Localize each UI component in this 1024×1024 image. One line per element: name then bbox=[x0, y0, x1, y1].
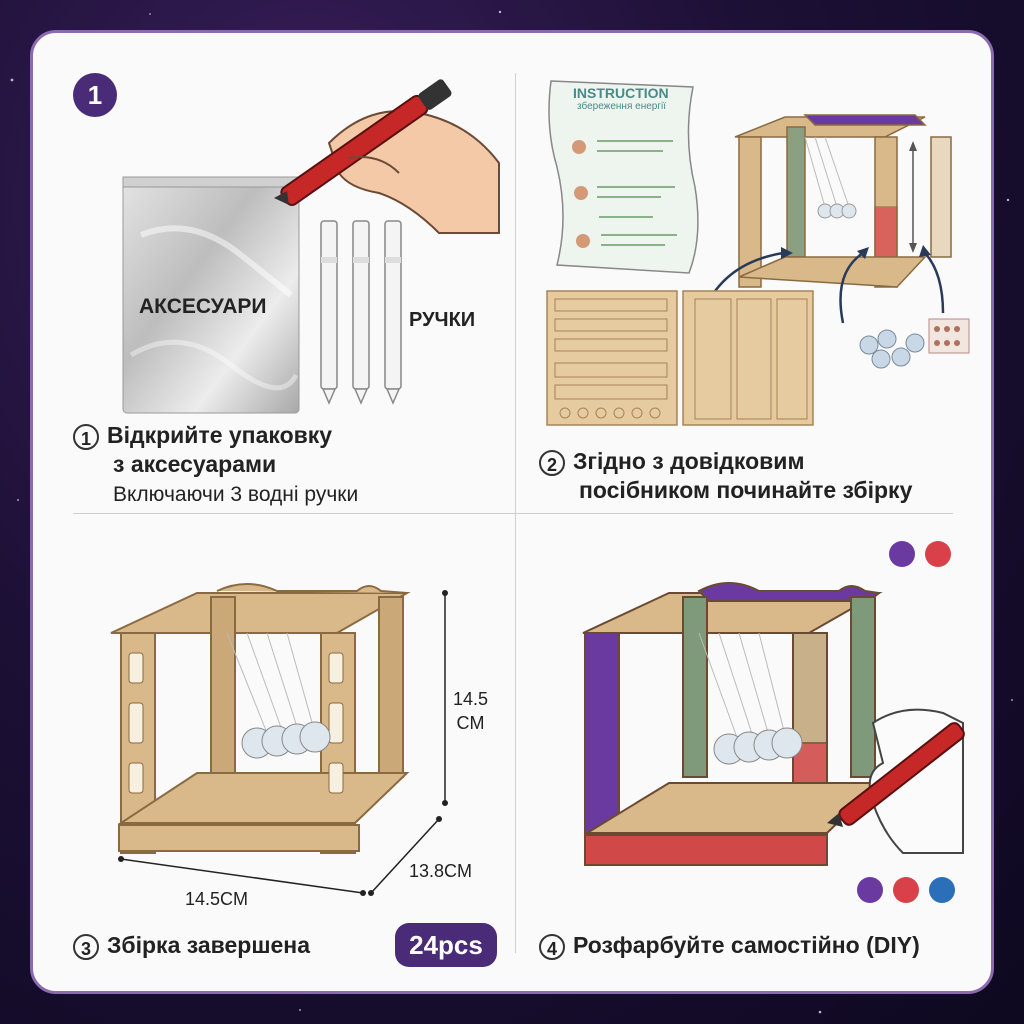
step1-number: 1 bbox=[73, 423, 99, 450]
assembled-cradle-image bbox=[110, 583, 411, 854]
pieces-badge: 24pcs bbox=[395, 923, 497, 967]
step2-caption: 2 Згідно з довідковим посібником починайт… bbox=[539, 447, 912, 505]
color-dot-purple bbox=[889, 541, 915, 567]
height-unit: CM bbox=[456, 713, 485, 733]
hand-marker-icon bbox=[274, 79, 500, 234]
step4-number: 4 bbox=[539, 933, 565, 960]
step-badge: 1 bbox=[73, 73, 117, 117]
step1-subtitle: Включаючи 3 водні ручки bbox=[113, 483, 359, 506]
step1-title-line2: з аксесуарами bbox=[113, 451, 277, 477]
step3-caption: 3 Збірка завершена bbox=[73, 931, 310, 960]
color-dot-blue bbox=[929, 877, 955, 903]
step4-caption: 4 Розфарбуйте самостійно (DIY) bbox=[539, 931, 920, 960]
horizontal-divider bbox=[73, 513, 953, 514]
step4-title: Розфарбуйте самостійно (DIY) bbox=[573, 932, 920, 958]
wood-sheets-image bbox=[546, 290, 814, 426]
step3-title: Збірка завершена bbox=[107, 932, 310, 958]
step3-number: 3 bbox=[73, 933, 99, 960]
instruction-title: INSTRUCTION bbox=[573, 85, 669, 101]
frame-assembly-image bbox=[734, 114, 952, 288]
step1-title-line1: Відкрийте упаковку bbox=[107, 422, 333, 448]
assembly-arrows bbox=[701, 245, 945, 324]
color-dot-red-2 bbox=[893, 877, 919, 903]
depth-label: 13.8CM bbox=[409, 861, 473, 881]
step1-caption: 1 Відкрийте упаковку з аксесуарами Включа… bbox=[73, 421, 358, 509]
step2-title-line2: посібником починайте збірку bbox=[579, 477, 913, 503]
step2-title-line1: Згідно з довідковим bbox=[573, 448, 805, 474]
dimension-lines bbox=[118, 590, 448, 896]
instruction-subtitle: збереження енергії bbox=[577, 101, 667, 112]
height-label: 14.5 CM bbox=[453, 687, 488, 735]
color-dot-red bbox=[925, 541, 951, 567]
height-value: 14.5 bbox=[453, 689, 489, 709]
balls-beads-image bbox=[859, 318, 970, 369]
step2-number: 2 bbox=[539, 449, 565, 476]
pens-label: РУЧКИ bbox=[409, 309, 476, 331]
water-pens-image bbox=[320, 220, 402, 405]
color-dot-purple-2 bbox=[857, 877, 883, 903]
accessory-bag-label: АКСЕСУАРИ bbox=[139, 295, 267, 318]
hand-painting-icon bbox=[827, 708, 965, 854]
painted-cradle-image bbox=[582, 582, 883, 866]
instruction-sheet-image bbox=[548, 80, 699, 274]
width-label: 14.5CM bbox=[185, 889, 249, 909]
